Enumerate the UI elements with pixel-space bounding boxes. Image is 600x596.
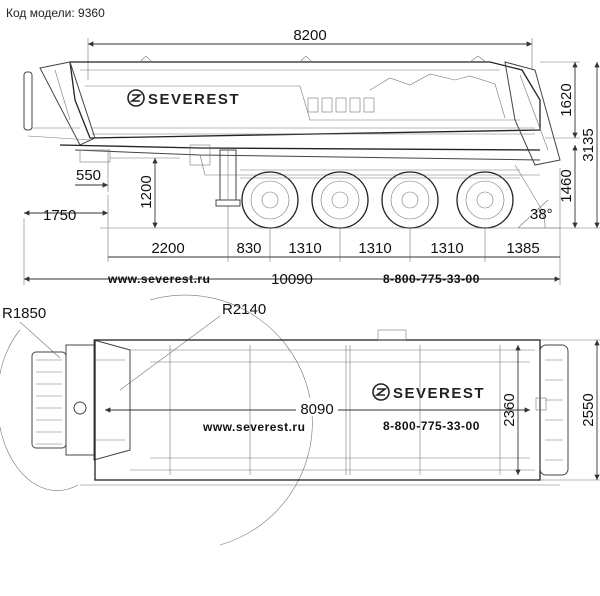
dim-axle-spacing-1-label: 1310 <box>288 240 321 257</box>
dim-front-overhang-label: 1750 <box>43 207 76 224</box>
rear-tailgate-top <box>535 344 569 476</box>
dim-kingpin-offset-label: 550 <box>76 167 101 184</box>
swing-radius-arc <box>149 294 313 546</box>
dim-total-width: 2550 <box>540 339 600 481</box>
dim-body-height-label: 1620 <box>558 83 575 116</box>
dim-kingpin-height-label: 1200 <box>138 175 155 208</box>
dim-body-height: 1620 <box>540 61 580 139</box>
dim-rear-overhang-label: 1385 <box>506 240 539 257</box>
dim-total-width-label: 2550 <box>580 393 597 426</box>
swing-radius-label: R2140 <box>222 301 266 318</box>
wheel-axle-1 <box>241 171 299 229</box>
wheel-axle-4 <box>456 171 514 229</box>
front-ladder <box>23 61 96 146</box>
landing-gear <box>215 149 241 207</box>
wheels <box>241 171 514 229</box>
wheel-axle-2 <box>311 171 369 229</box>
top-view: R1850 R2140 SEVEREST www.severes <box>0 294 600 546</box>
severest-logo-top: SEVEREST <box>372 383 485 402</box>
brand-name-top: SEVEREST <box>393 385 485 402</box>
front-radius-arc <box>0 329 79 491</box>
wheel-axle-3 <box>381 171 439 229</box>
dim-kingpin-height: 1200 <box>110 157 180 228</box>
dim-body-length-label: 8200 <box>293 27 326 44</box>
dim-axle-spacing-3-label: 1310 <box>430 240 463 257</box>
chassis-frame <box>59 144 541 176</box>
dim-top-body-length: 8090 <box>105 398 530 418</box>
model-code-label: Код модели: 9360 <box>6 6 105 20</box>
dim-kingpin-to-leg-label: 2200 <box>151 240 184 257</box>
website-side: www.severest.ru <box>107 272 210 286</box>
dim-frame-height-label: 1460 <box>558 169 575 202</box>
dim-kingpin-offset: 550 <box>75 150 109 192</box>
front-radius-label: R1850 <box>2 305 46 322</box>
phone-top: 8-800-775-33-00 <box>383 419 480 433</box>
website-top: www.severest.ru <box>202 420 305 434</box>
dim-total-height-label: 3135 <box>580 128 597 161</box>
dim-inner-width: 2360 <box>501 345 521 475</box>
dim-frame-height: 1460 <box>558 145 578 228</box>
dim-total-length-label: 10090 <box>271 271 313 288</box>
dim-inner-width-label: 2360 <box>501 393 518 426</box>
front-gooseneck <box>31 339 131 461</box>
suspension-lines <box>240 169 520 179</box>
brand-name-side: SEVEREST <box>148 91 240 108</box>
severest-logo-side: SEVEREST <box>127 89 240 108</box>
dim-axle-spacing-2-label: 1310 <box>358 240 391 257</box>
dim-front-overhang: 1750 <box>24 207 108 224</box>
dim-total-length: www.severest.ru 10090 8-800-775-33-00 <box>23 218 561 288</box>
dim-body-length: 8200 <box>87 27 533 80</box>
dim-chain: 2200 830 1310 1310 1310 1385 <box>107 168 561 262</box>
dim-top-body-length-label: 8090 <box>300 401 333 418</box>
side-view: 8200 SEVEREST <box>23 27 600 288</box>
dump-body: SEVEREST <box>69 55 541 139</box>
tip-angle: 38° <box>517 199 560 229</box>
phone-side: 8-800-775-33-00 <box>383 272 480 286</box>
tip-angle-label: 38° <box>530 206 553 223</box>
dim-leg-to-axle1-label: 830 <box>236 240 261 257</box>
rear-tailgate <box>504 61 561 216</box>
